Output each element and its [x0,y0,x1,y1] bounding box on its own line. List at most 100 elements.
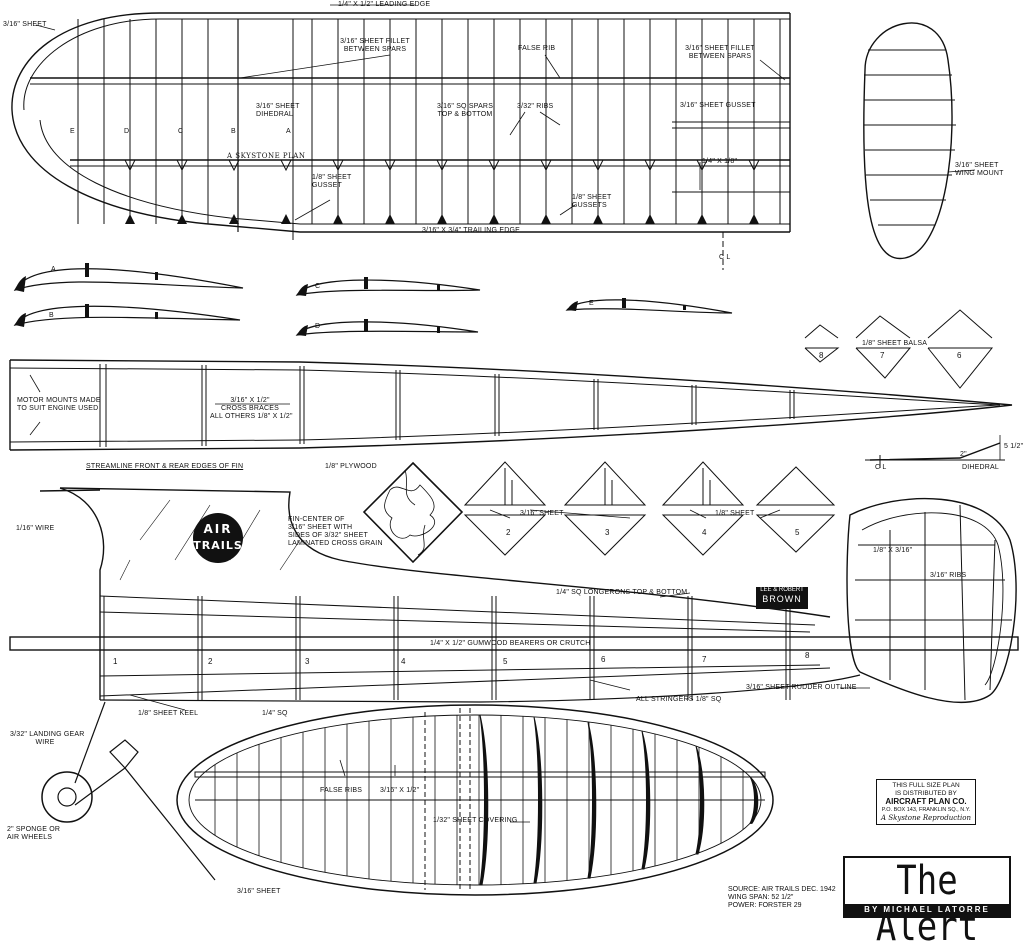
station-label: 4 [401,657,406,666]
gusset [332,159,344,172]
dihedral-height-label: 5 1/2" [1004,443,1024,450]
airfoils [13,263,733,336]
station-label: 8 [805,651,810,660]
rib-letter: C [178,128,184,135]
gusset [228,159,240,172]
trailing-edge-label: 3/16" X 3/4" TRAILING EDGE [422,227,520,234]
former-sheet-1-8-label: 1/8" SHEET [715,510,755,517]
gusset [436,159,448,172]
fuselage-top-view [9,359,1013,451]
station-label: 7 [702,655,707,664]
gusset [177,214,187,224]
sheet-balsa-label: 1/8" SHEET BALSA [862,340,928,347]
rib-letter: E [70,128,75,135]
former-6-label: 6 [957,351,962,360]
stab-3-16-sheet-label: 3/16" SHEET [237,888,281,895]
stab-rib-profile [533,716,543,884]
former-7-label: 7 [880,351,885,360]
plywood-label: 1/8" PLYWOOD [325,463,377,470]
dihedral-label: DIHEDRAL [962,464,999,471]
strip-label: 1/4" X 1/8" [702,158,738,165]
station-label: 3 [305,657,310,666]
wing-plan [11,4,791,270]
plywood-former [362,461,464,564]
longerons-label: 1/4" SQ LONGERONS TOP & BOTTOM [556,589,688,596]
brown-badge: LEE & ROBERT BROWN [756,587,808,609]
former-3-label: 3 [605,528,610,537]
dihedral-two-label: 2" [960,451,967,458]
title-block: The Alert BY MICHAEL LATORRE [843,856,1011,950]
rib-letter: B [231,128,236,135]
former-5-label: 5 [795,528,800,537]
gusset [176,159,188,172]
former-8-label: 8 [819,351,824,360]
false-rib-label: FALSE RIB [518,45,556,52]
false-ribs-label: FALSE RIBS [320,787,363,794]
sheet-covering-label: 1/32" SHEET COVERING [433,817,518,824]
gusset [229,214,239,224]
gusset [592,159,604,172]
sheet-label-top-left: 3/16" SHEET [3,21,47,28]
stringers-label: ALL STRINGERS 1/8" SQ [636,696,722,703]
stab-rib-profile [479,714,489,886]
gusset [281,214,291,224]
bearers-label: 1/4" X 1/2" GUMWOOD BEARERS OR CRUTCH [430,640,591,647]
gusset [280,159,292,172]
former-2-label: 2 [506,528,511,537]
plan-byline: BY MICHAEL LATORRE [845,904,1009,916]
gusset [749,214,759,224]
stab-rib-profile [695,745,705,855]
former-sheet-3-16-label: 3/16" SHEET [520,510,564,517]
stab-rib-profile [641,730,651,870]
ribs-label: 3/32" RIBS [517,103,554,110]
gusset [124,159,136,172]
stabilizer [176,704,774,896]
gusset [541,214,551,224]
leading-edge-label: 1/4" X 1/2" LEADING EDGE [338,1,431,8]
station-label: 5 [503,657,508,666]
stab-3-16-x-1-2-label: 3/16" X 1/2" [380,787,420,794]
fuselage-side-view [9,487,1019,711]
gusset [488,159,500,172]
gusset [384,159,396,172]
dihedral-diagram [865,435,1005,468]
gusset [696,159,708,172]
source-info: SOURCE: AIR TRAILS DEC. 1942 WING SPAN: … [728,886,836,909]
skystone-stamp: A SKYSTONE PLAN [227,152,306,160]
sheet-keel-label: 1/8" SHEET KEEL [138,710,199,717]
airfoil-b-label: B [49,312,54,319]
sheet-gusset-label: 3/16" SHEET GUSSET [680,102,756,109]
gusset [593,214,603,224]
dihedral-cl-label: C L [875,464,887,471]
rudder-strip-label: 1/8" X 3/16" [873,547,913,554]
gusset [697,214,707,224]
gusset [540,159,552,172]
formers-large [463,461,836,556]
plan-drawing [9,4,1019,896]
airfoil-a-label: A [51,266,56,273]
rib-letter: A [286,128,291,135]
station-label: 2 [208,657,213,666]
former-4-label: 4 [702,528,707,537]
gusset [333,214,343,224]
airfoil-c-label: C [315,283,321,290]
gusset [645,214,655,224]
stab-rib-profile [749,776,759,824]
station-label: 6 [601,655,606,664]
centerline-label: C L [719,254,731,261]
air-trails-logo: AIR TRAILS [193,513,243,563]
wing-mount [863,22,976,260]
gusset [437,214,447,224]
